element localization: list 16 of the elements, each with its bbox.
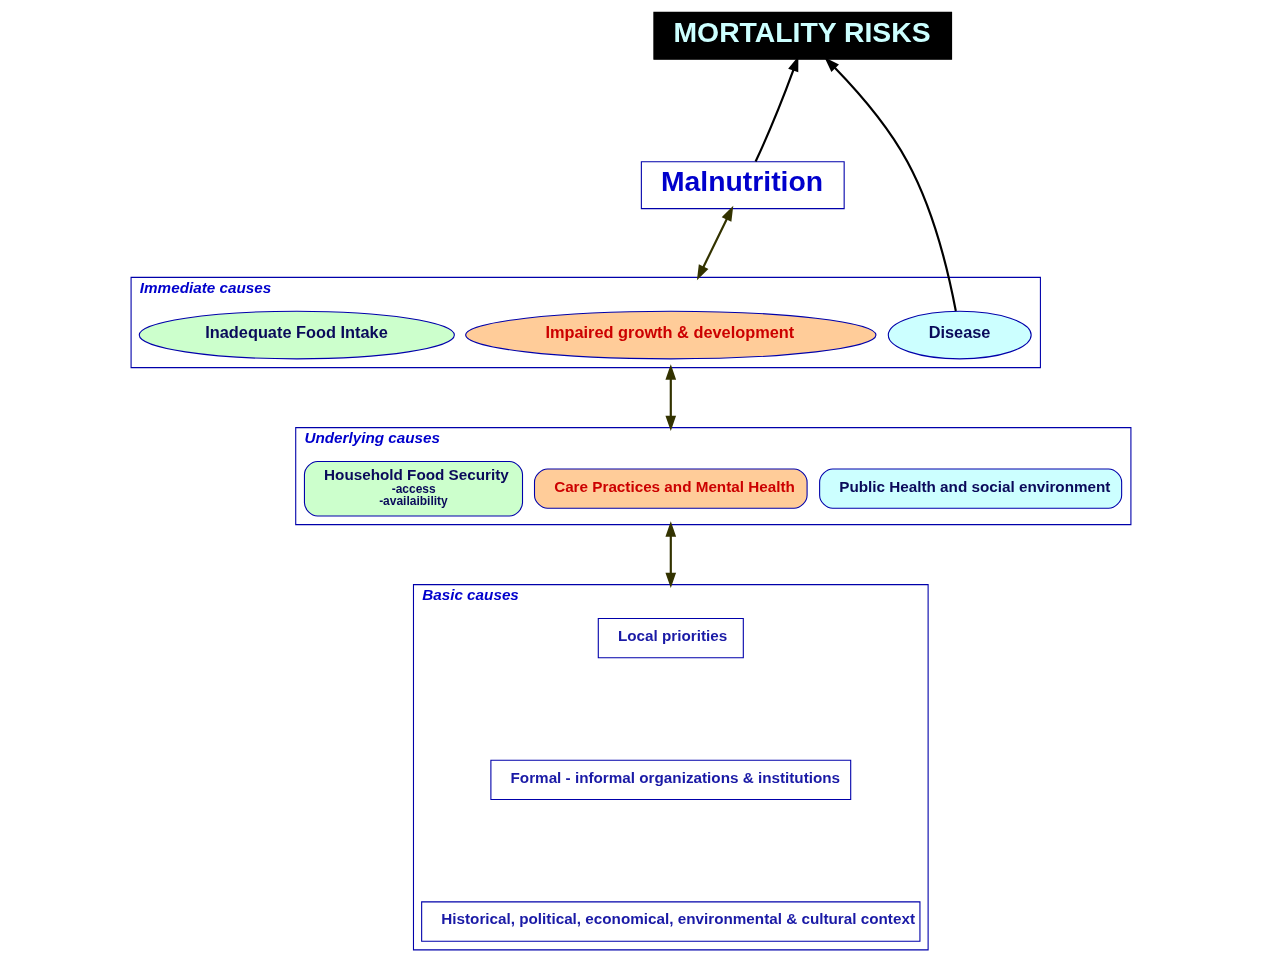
node-box: Care Practices and Mental Health [533,468,808,509]
arrow [665,364,677,431]
node-box: Historical, political, economical, environmental & cultural context [421,901,921,942]
node-ellipse: Impaired growth & development [465,310,877,360]
node-box: MORTALITY RISKS [653,11,953,60]
arrow [824,57,957,312]
node-box: Formal - informal organizations & institutions [490,759,852,800]
arrow [665,521,677,588]
node-box: Household Food Security -access -availaibility [303,460,524,517]
node-box: Malnutrition [640,161,845,210]
arrow [754,56,799,162]
node-box: Public Health and social environment [819,468,1123,509]
node-ellipse: Disease [887,310,1032,360]
node-ellipse: Inadequate Food Intake [138,310,455,360]
arrow [696,205,734,281]
node-box: Local priorities [597,617,744,659]
